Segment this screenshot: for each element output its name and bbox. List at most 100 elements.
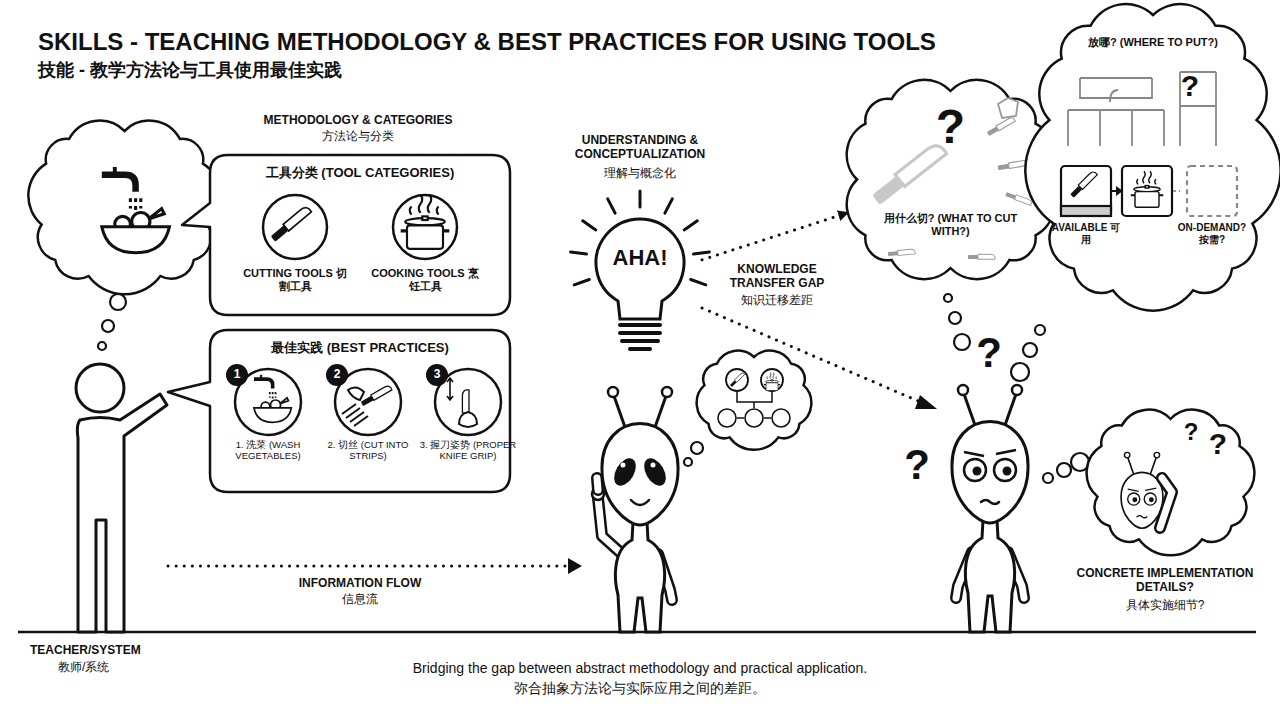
teacher-head	[76, 364, 124, 412]
node-cloud9: 放哪? (WHERE TO PUT?)? AVAILABLE 可用 ON-DEMAN…	[1040, 6, 1266, 302]
pot-icon	[1131, 171, 1163, 207]
bulb-ray	[583, 221, 596, 230]
label: 教师/系统	[58, 660, 168, 674]
thought-cloud	[1025, 4, 1280, 311]
transfer-arrow	[702, 308, 925, 404]
information-flow-arrow	[168, 565, 570, 568]
thought-dot	[1035, 325, 1045, 335]
knife-icon	[987, 116, 1016, 136]
alien-pupil	[1003, 467, 1012, 476]
cloth-icon	[998, 98, 1018, 118]
knife-icon	[1070, 170, 1098, 198]
thought-dot	[684, 458, 692, 466]
knife-icon	[888, 249, 915, 256]
node-step: 11. 洗菜 (WASH VEGETABLES)	[228, 366, 308, 484]
label: 信息流	[260, 592, 460, 606]
alien-mouth	[981, 500, 999, 504]
alien-body	[965, 520, 1014, 632]
label: ?	[900, 440, 934, 490]
mini-icon	[726, 369, 748, 391]
step-badge	[426, 364, 448, 386]
node-heading: ON-DEMAND? 按需?	[1174, 222, 1250, 246]
arrow-head	[915, 395, 937, 409]
bulb-ray	[691, 280, 706, 285]
alien-eye	[1128, 493, 1140, 505]
thought-dot	[1043, 473, 1053, 483]
node-text: 1. 洗菜 (WASH VEGETABLES)	[216, 439, 320, 462]
label: 方法论与分类	[258, 129, 458, 143]
alien-antenna-tip	[1012, 385, 1022, 395]
thought-dot	[949, 312, 961, 324]
alien-brow	[1128, 488, 1157, 491]
thought-dot	[102, 320, 114, 332]
node-heading: 放哪? (WHERE TO PUT?)	[1082, 36, 1224, 49]
alien-pupil	[973, 467, 982, 476]
node-circle: COOKING TOOLS 烹饪工具	[370, 193, 480, 305]
speech-bubble	[168, 330, 510, 492]
node-heading: 最佳实践 (BEST PRACTICES)	[210, 340, 510, 356]
flow-arrow	[1173, 190, 1180, 192]
node-circle: CUTTING TOOLS 切割工具	[240, 193, 350, 305]
bulb-ray	[665, 199, 672, 213]
wash-icon	[254, 375, 291, 423]
knife-icon	[871, 141, 947, 205]
step-badge	[226, 364, 248, 386]
label: ?	[1180, 418, 1202, 447]
alien-antenna-tip	[1124, 452, 1130, 458]
thought-dot	[944, 294, 952, 302]
alien-eye	[994, 459, 1016, 481]
knife-icon	[997, 160, 1028, 171]
node-text: 2. 切丝 (CUT INTO STRIPS)	[316, 439, 420, 462]
alien-body	[615, 522, 664, 632]
mini-icon	[761, 369, 783, 391]
thought-dot	[954, 334, 970, 350]
alien-mouth	[631, 500, 649, 505]
mini-arrow	[737, 417, 771, 419]
bulb-ray	[608, 199, 615, 213]
node-box: AVAILABLE 可用	[1058, 166, 1114, 256]
label: 理解与概念化	[560, 166, 720, 180]
mini-arrow	[737, 392, 772, 408]
knife-icon	[730, 372, 745, 387]
node-bulb: AHA!	[578, 205, 702, 355]
label: ?	[1205, 426, 1231, 462]
label: METHODOLOGY & CATEGORIES	[258, 113, 458, 127]
node-text: 3. 握刀姿势 (PROPER KNIFE GRIP)	[416, 439, 520, 462]
on-demand-slot	[1187, 166, 1237, 216]
alien-mouth	[1137, 516, 1147, 518]
bulb-base	[620, 325, 660, 349]
label: UNDERSTANDING & CONCEPTUALIZATION	[560, 133, 720, 162]
thought-dot	[110, 294, 126, 310]
alien-antenna-tip	[1154, 452, 1160, 458]
alien-antenna-tip	[958, 385, 968, 395]
hand	[348, 387, 364, 400]
node-text: ?	[1170, 68, 1210, 104]
thought-cloud	[697, 351, 812, 450]
node-outline	[328, 366, 408, 484]
node-text: 用什么切? (WHAT TO CUT WITH?)	[873, 212, 1028, 238]
alien-antenna-tip	[662, 387, 672, 397]
node-heading: CUTTING TOOLS 切割工具	[240, 267, 350, 293]
tool-slot	[1061, 166, 1111, 216]
eye-shine	[651, 463, 656, 468]
thought-cloud	[28, 121, 220, 295]
node-heading: COOKING TOOLS 烹饪工具	[370, 267, 480, 293]
node-step: 22. 切丝 (CUT INTO STRIPS)	[328, 366, 408, 484]
pot-box	[1122, 166, 1172, 216]
node-outline	[1040, 6, 1266, 302]
tool-circle	[393, 195, 457, 259]
node-heading: AVAILABLE 可用	[1050, 222, 1122, 246]
label: INFORMATION FLOW	[260, 576, 460, 590]
mini-icon	[772, 409, 790, 427]
alien-limb	[597, 478, 598, 490]
node-cloud8: ?用什么切? (WHAT TO CUT WITH?)	[848, 82, 1053, 277]
node-heading: 工具分类 (TOOL CATEGORIES)	[210, 165, 510, 181]
alien-limb	[1160, 478, 1172, 528]
small-confused-alien	[1121, 452, 1163, 528]
label: CONCRETE IMPLEMENTATION DETAILS?	[1070, 566, 1260, 595]
node-heading: 3	[426, 367, 448, 381]
node-heading: 1	[226, 367, 248, 381]
label: 弥合抽象方法论与实际应用之间的差距。	[340, 680, 940, 697]
label: TEACHER/SYSTEM	[30, 643, 190, 657]
thought-dot	[1011, 363, 1029, 381]
